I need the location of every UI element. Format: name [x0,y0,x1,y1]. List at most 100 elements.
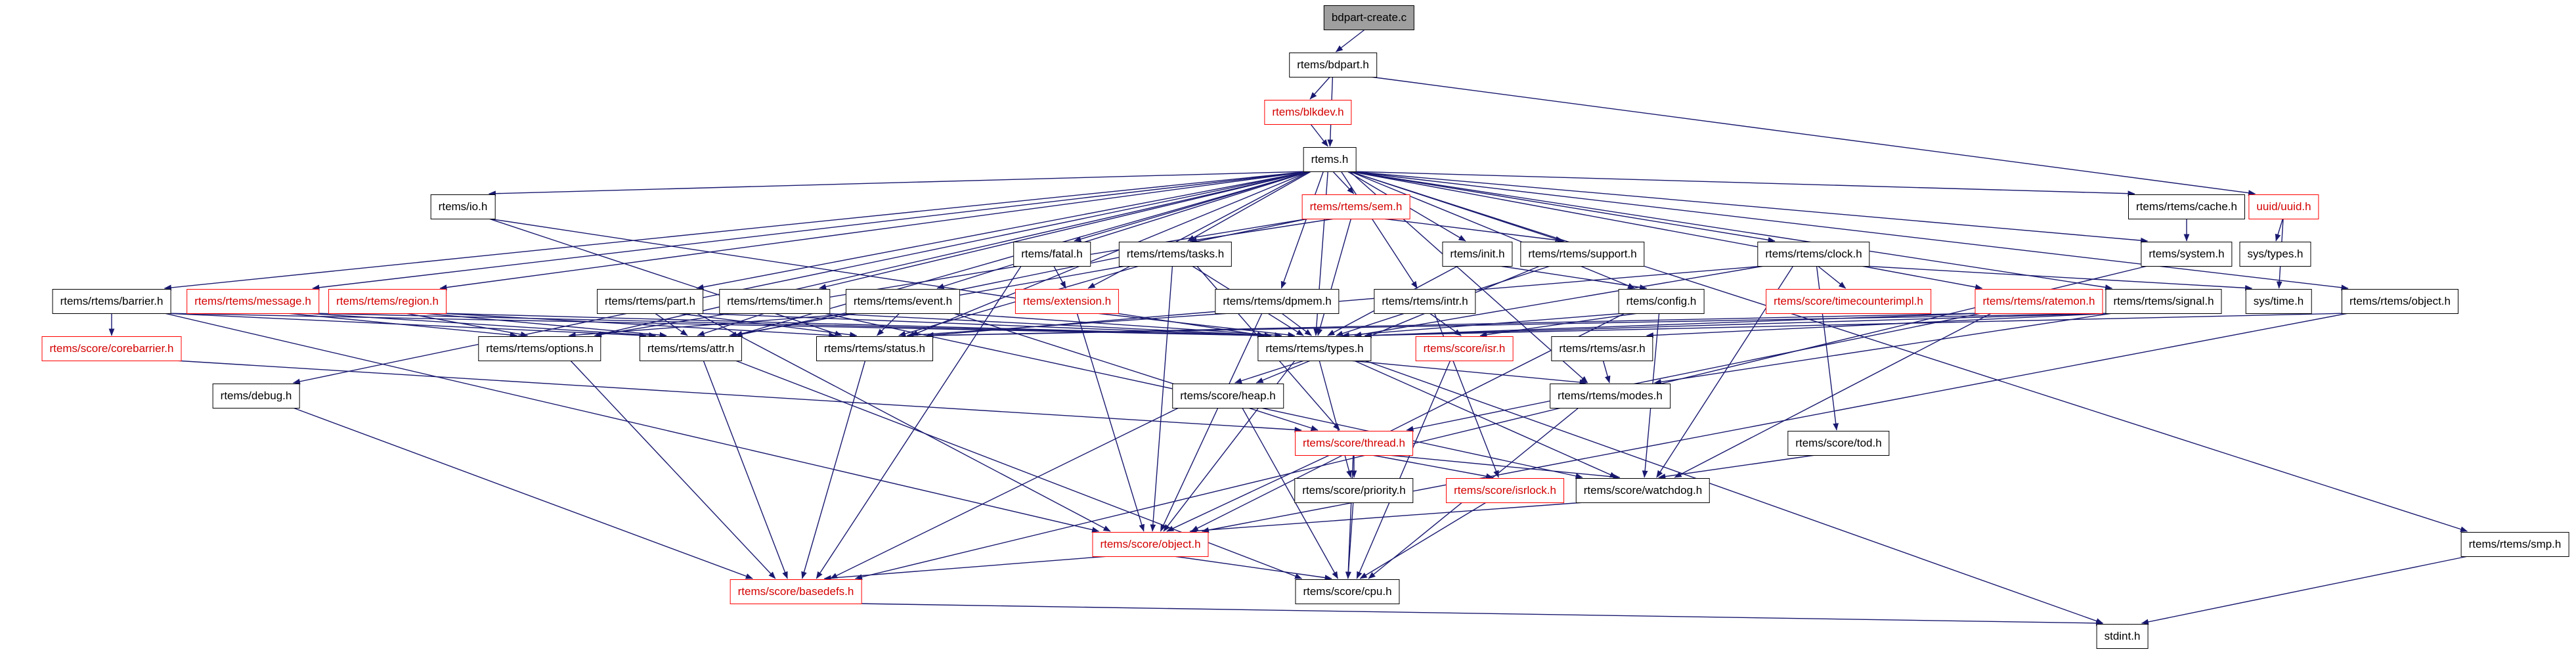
graph-node-blkdev[interactable]: rtems/blkdev.h [1264,100,1352,125]
graph-node-modes[interactable]: rtems/rtems/modes.h [1550,384,1670,408]
graph-node-isrlock[interactable]: rtems/score/isrlock.h [1446,478,1564,503]
graph-edge-event-thread [953,313,1319,431]
graph-edge-status-basedefs [801,360,866,579]
graph-node-stdint[interactable]: stdint.h [2096,624,2149,649]
graph-node-options[interactable]: rtems/rtems/options.h [478,336,601,361]
graph-node-rtypes[interactable]: rtems/rtems/types.h [1257,336,1372,361]
graph-node-ratemon[interactable]: rtems/rtems/ratemon.h [1975,289,2103,314]
graph-edge-region-rtypes [439,313,1265,339]
graph-node-src[interactable]: bdpart-create.c [1323,5,1415,30]
graph-edge-rtems-signal [1349,171,2113,290]
graph-node-support[interactable]: rtems/rtems/support.h [1520,242,1645,267]
graph-node-io[interactable]: rtems/io.h [430,194,496,219]
graph-node-heap[interactable]: rtems/score/heap.h [1172,384,1284,408]
graph-edge-signal-status [926,313,2112,339]
graph-node-region[interactable]: rtems/rtems/region.h [328,289,447,314]
graph-node-smp[interactable]: rtems/rtems/smp.h [2460,532,2569,557]
graph-node-timer[interactable]: rtems/rtems/timer.h [719,289,831,314]
graph-node-system[interactable]: rtems/system.h [2141,242,2233,267]
graph-node-message[interactable]: rtems/rtems/message.h [186,289,319,314]
graph-node-tcimpl[interactable]: rtems/score/timecounterimpl.h [1766,289,1931,314]
graph-edge-intr-isr [1429,313,1462,336]
graph-node-sobject[interactable]: rtems/score/object.h [1092,532,1209,557]
graph-node-fatal[interactable]: rtems/fatal.h [1013,242,1091,267]
graph-edge-rtypes-watchdog [1353,360,1617,478]
graph-node-priority[interactable]: rtems/score/priority.h [1294,478,1414,503]
graph-node-corebarrier[interactable]: rtems/score/corebarrier.h [41,336,182,361]
graph-edge-thread-watchdog [1388,454,1621,480]
graph-edge-barrier-sobject [164,313,1100,533]
graph-edge-sem-support [1383,218,1565,244]
graph-edge-dpmem-status [906,313,1229,338]
graph-node-tasks[interactable]: rtems/rtems/tasks.h [1118,242,1233,267]
graph-edge-event-options [568,313,860,338]
graph-node-robject[interactable]: rtems/rtems/object.h [2342,289,2458,314]
graph-node-watchdog[interactable]: rtems/score/watchdog.h [1575,478,1711,503]
graph-node-systypes[interactable]: sys/types.h [2239,242,2311,267]
graph-node-uuid[interactable]: uuid/uuid.h [2248,194,2319,219]
graph-edge-support-heap [1255,265,1540,384]
graph-edge-rtems-barrier [164,171,1310,291]
graph-node-debug[interactable]: rtems/debug.h [212,384,300,408]
graph-node-cache[interactable]: rtems/rtems/cache.h [2128,194,2245,219]
graph-edge-signal-rtypes [1364,313,2112,339]
graph-node-cpu[interactable]: rtems/score/cpu.h [1295,579,1400,604]
graph-edge-rtems-region [439,171,1310,290]
graph-edge-timer-rtypes [823,313,1272,338]
graph-edge-tod-watchdog [1658,454,1816,479]
graph-edge-extension-rtypes [1097,313,1296,338]
graph-edge-rtems-part [696,171,1310,290]
graph-edge-io-rtypes [489,218,1265,338]
graph-edge-region-attr [424,313,667,338]
graph-edge-uuid-systypes [2275,218,2284,242]
graph-node-config[interactable]: rtems/config.h [1618,289,1705,314]
graph-edge-rtems-dpmem [1280,171,1324,289]
graph-edge-rtems-config [1349,171,1636,289]
graph-node-tod[interactable]: rtems/score/tod.h [1787,431,1890,456]
graph-node-signal[interactable]: rtems/rtems/signal.h [2105,289,2222,314]
graph-edge-dpmem-rtypes [1281,313,1312,336]
graph-edge-part-attr [655,313,688,336]
graph-edge-rtems-ratemon [1349,171,1983,290]
graph-node-status[interactable]: rtems/rtems/status.h [816,336,933,361]
graph-edge-rtems-cache [1349,171,2135,197]
graph-node-init[interactable]: rtems/init.h [1442,242,1513,267]
graph-node-clock[interactable]: rtems/rtems/clock.h [1757,242,1870,267]
graph-edge-part-rtypes [696,313,1265,338]
graph-node-asr[interactable]: rtems/rtems/asr.h [1551,336,1653,361]
graph-edge-src-bdpart [1335,29,1365,53]
graph-edge-rtems-robject [1349,171,2349,291]
graph-edge-message-rtypes [312,313,1265,339]
graph-edge-dpmem-sobject [1160,313,1263,532]
graph-node-isr[interactable]: rtems/score/isr.h [1415,336,1514,361]
graph-node-event[interactable]: rtems/rtems/event.h [845,289,961,314]
graph-node-attr[interactable]: rtems/rtems/attr.h [639,336,743,361]
graph-edge-isr-cpu [1356,360,1451,579]
graph-edge-barrier-rtypes [164,313,1265,339]
graph-node-intr[interactable]: rtems/rtems/intr.h [1374,289,1476,314]
graph-edge-rtems-message [312,171,1310,291]
graph-node-bdpart[interactable]: rtems/bdpart.h [1289,53,1377,77]
graph-edge-region-status [439,313,837,338]
graph-node-systime[interactable]: sys/time.h [2245,289,2312,314]
graph-edge-sobject-basedefs [823,556,1108,581]
graph-node-basedefs[interactable]: rtems/score/basedefs.h [730,579,862,604]
graph-edge-rtems-sem [1332,171,1355,194]
graph-edge-message-options [287,313,517,338]
graph-node-rtems[interactable]: rtems.h [1303,147,1357,172]
graph-edge-rtems-extension [1087,171,1310,289]
graph-edge-rtems-clock [1349,171,1776,243]
graph-edge-tasks-sobject [1150,265,1173,532]
graph-edge-rtems-system [1349,171,2149,244]
graph-node-barrier[interactable]: rtems/rtems/barrier.h [52,289,171,314]
graph-node-sem[interactable]: rtems/rtems/sem.h [1301,194,1410,219]
graph-node-dpmem[interactable]: rtems/rtems/dpmem.h [1215,289,1340,314]
graph-node-part[interactable]: rtems/rtems/part.h [597,289,703,314]
graph-edge-signal-asr [1646,313,2112,338]
graph-edge-debug-basedefs [293,407,753,579]
graph-node-extension[interactable]: rtems/extension.h [1015,289,1120,314]
graph-node-thread[interactable]: rtems/score/thread.h [1295,431,1413,456]
graph-edge-extension-sobject [1076,313,1145,532]
graph-edge-init-config [1499,265,1648,290]
graph-edge-thread-cpu [1345,454,1354,579]
